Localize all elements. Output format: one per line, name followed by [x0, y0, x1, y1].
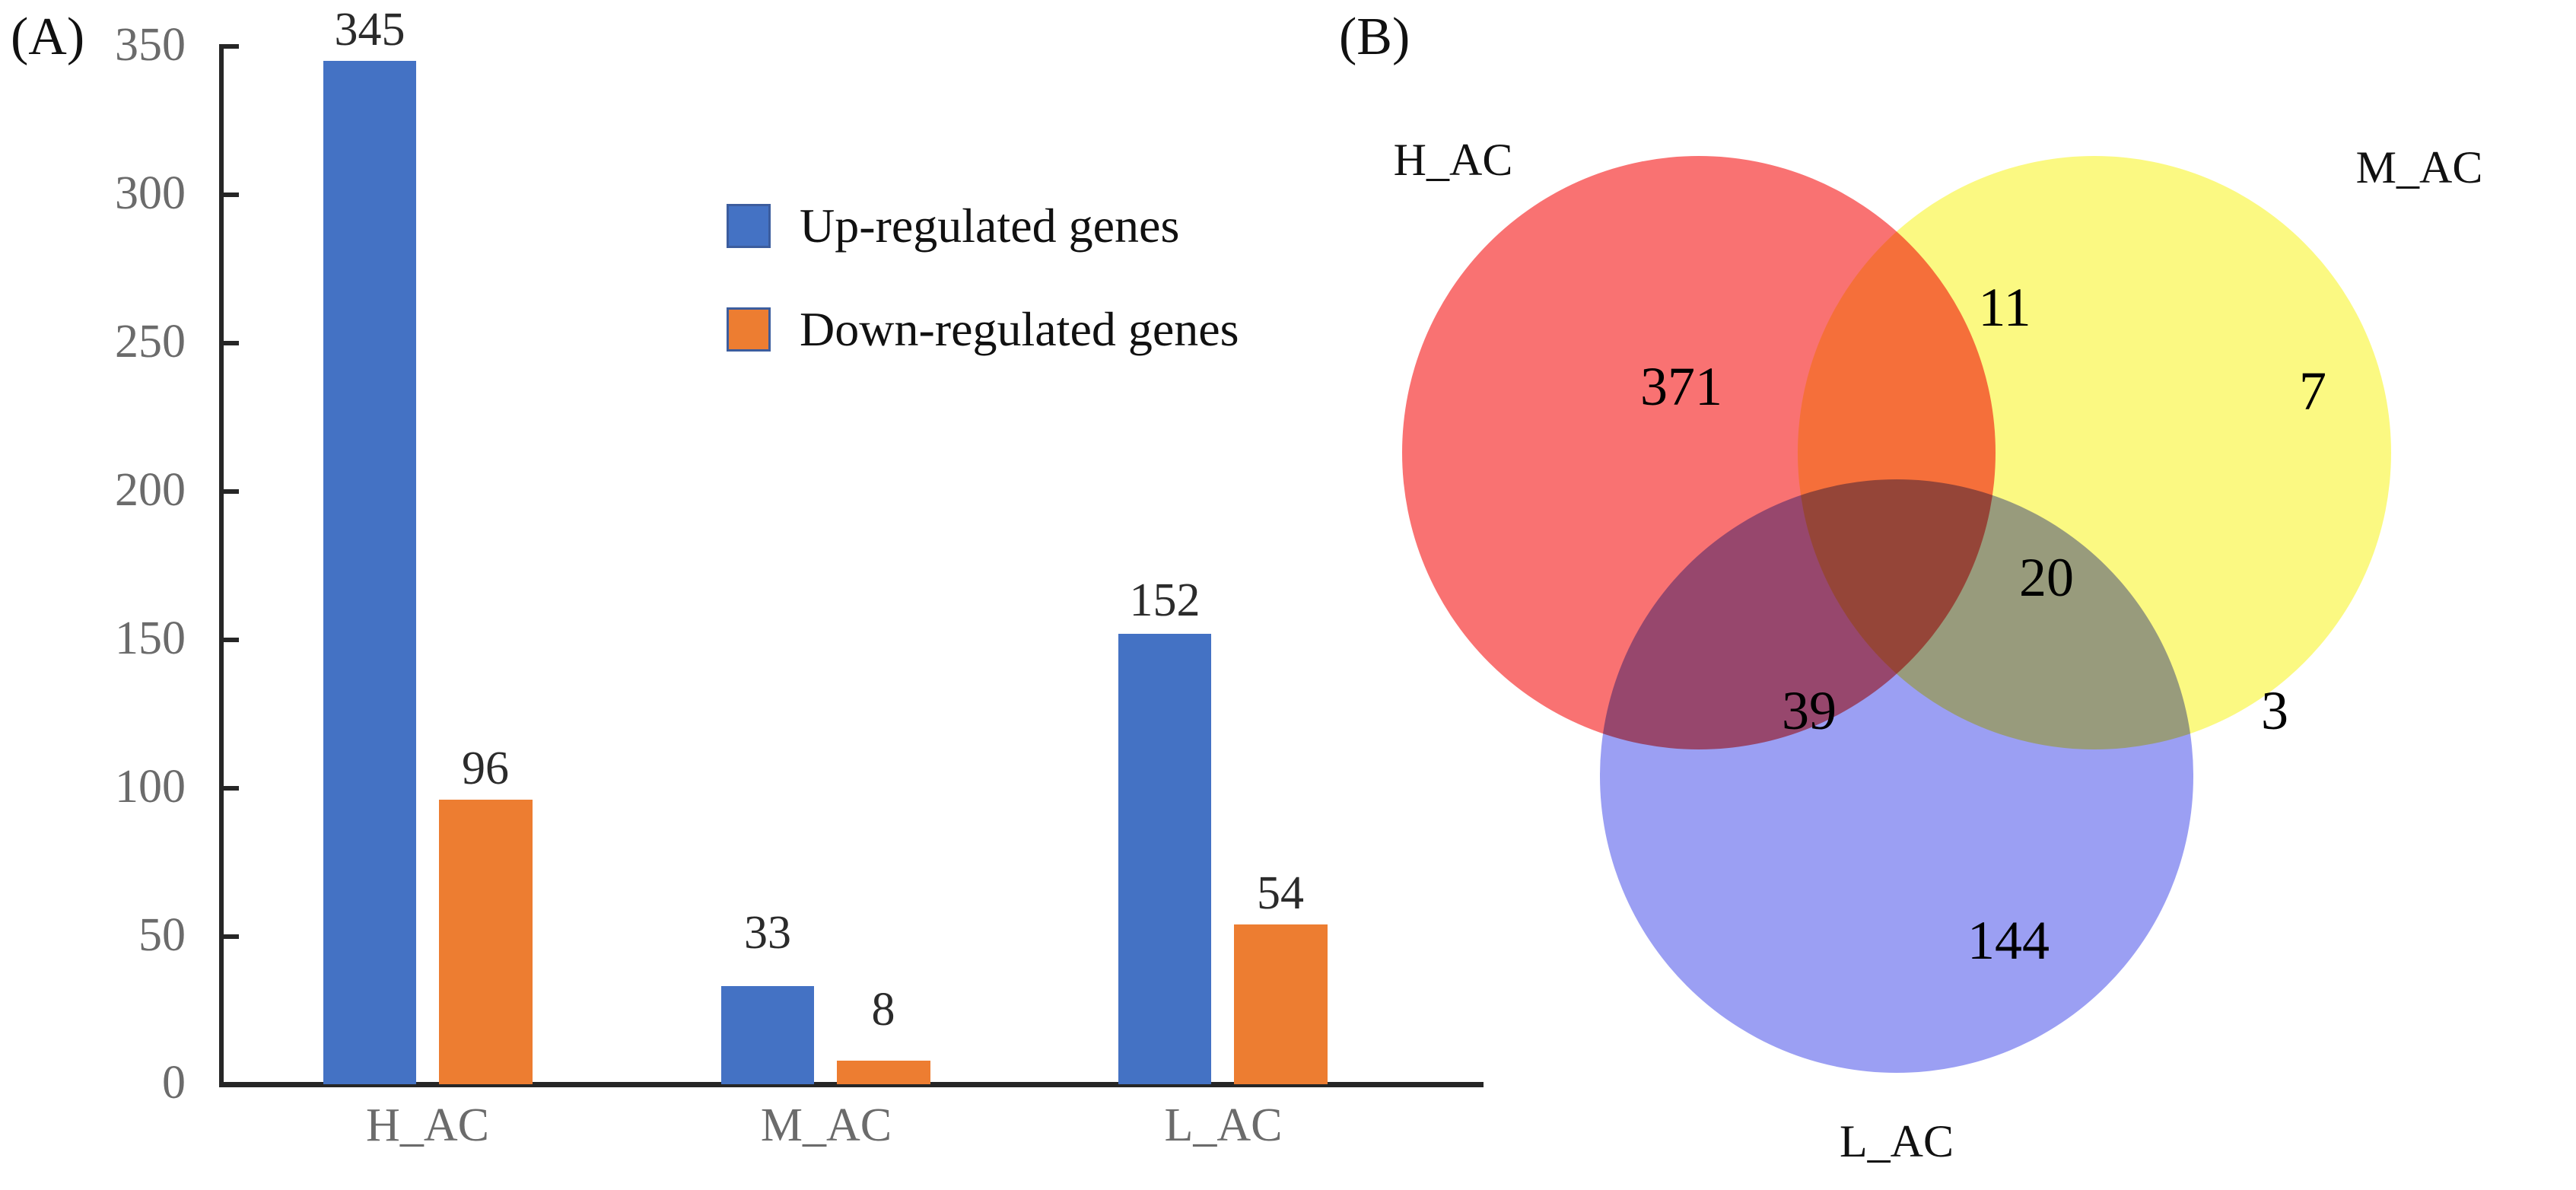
venn-count-h-m-overlap: 11: [1978, 277, 2031, 338]
y-tick-350: [219, 44, 239, 49]
venn-diagram: H_AC M_AC L_AC 371 7 144 11 39 3 20: [1293, 0, 2576, 1190]
venn-count-m-ac-only: 7: [2299, 361, 2326, 422]
y-tick-label-100: 100: [115, 761, 186, 813]
y-tick-label-200: 200: [115, 464, 186, 516]
x-label-l-ac: L_AC: [1164, 1099, 1283, 1151]
y-tick-label-150: 150: [115, 612, 186, 664]
venn-count-h-l-overlap: 39: [1782, 680, 1837, 741]
bar-value-l-ac-up: 152: [1129, 574, 1201, 626]
venn-label-m-ac: M_AC: [2355, 142, 2483, 192]
bar-h-ac-up[interactable]: [323, 61, 416, 1084]
venn-circles-svg: [1402, 156, 2391, 1073]
legend-label-down-regulated: Down-regulated genes: [800, 302, 1239, 356]
panel-b-venn-diagram: (B) H_AC M_AC L_AC 371 7 144 11 39 3 20: [1293, 0, 2576, 1190]
y-tick-100: [219, 786, 239, 791]
legend-swatch-up-icon: [727, 204, 771, 248]
bar-l-ac-down[interactable]: [1234, 924, 1328, 1084]
bar-h-ac-down[interactable]: [439, 800, 533, 1084]
panel-a-bar-chart: (A) 350 300 250 200 150 100 50 0: [0, 0, 1484, 1151]
y-tick-label-350: 350: [115, 19, 186, 71]
panel-a-letter: (A): [11, 8, 85, 66]
y-tick-150: [219, 638, 239, 642]
bar-group-container: [0, 0, 1328, 1084]
y-tick-250: [219, 341, 239, 345]
bar-chart: 350 300 250 200 150 100 50 0 345 96 33 8…: [0, 0, 1484, 1151]
bar-value-h-ac-down: 96: [462, 743, 509, 794]
chart-legend: Up-regulated genes Down-regulated genes: [727, 202, 1239, 409]
y-axis-line: [219, 44, 224, 1086]
y-tick-label-250: 250: [115, 316, 186, 368]
venn-count-m-l-overlap: 3: [2261, 680, 2288, 741]
bar-value-m-ac-down: 8: [871, 984, 895, 1036]
legend-item-up-regulated[interactable]: Up-regulated genes: [727, 202, 1239, 250]
y-tick-0: [219, 1082, 239, 1087]
y-tick-300: [219, 192, 239, 197]
legend-swatch-down-icon: [727, 307, 771, 352]
bar-value-m-ac-up: 33: [744, 907, 791, 959]
bar-value-l-ac-down: 54: [1257, 867, 1304, 919]
bar-m-ac-up[interactable]: [721, 986, 814, 1084]
venn-count-triple-overlap: 20: [2019, 547, 2074, 608]
venn-label-l-ac: L_AC: [1840, 1116, 1954, 1166]
venn-circle-l-ac[interactable]: [1600, 479, 2193, 1073]
legend-item-down-regulated[interactable]: Down-regulated genes: [727, 305, 1239, 354]
y-tick-label-50: 50: [138, 909, 186, 961]
venn-count-h-ac-only: 371: [1640, 356, 1722, 417]
venn-label-h-ac: H_AC: [1393, 135, 1513, 185]
bar-value-h-ac-up: 345: [334, 4, 405, 56]
venn-count-l-ac-only: 144: [1967, 910, 2050, 971]
bar-m-ac-down[interactable]: [837, 1061, 930, 1084]
x-axis-line: [219, 1082, 1484, 1087]
x-label-m-ac: M_AC: [760, 1099, 892, 1151]
bar-l-ac-up[interactable]: [1118, 634, 1211, 1084]
y-tick-label-0: 0: [162, 1057, 186, 1109]
x-label-h-ac: H_AC: [366, 1099, 489, 1151]
y-tick-label-300: 300: [115, 167, 186, 219]
y-tick-200: [219, 489, 239, 494]
y-tick-50: [219, 934, 239, 939]
panel-b-letter: (B): [1339, 8, 1410, 66]
legend-label-up-regulated: Up-regulated genes: [800, 199, 1180, 253]
